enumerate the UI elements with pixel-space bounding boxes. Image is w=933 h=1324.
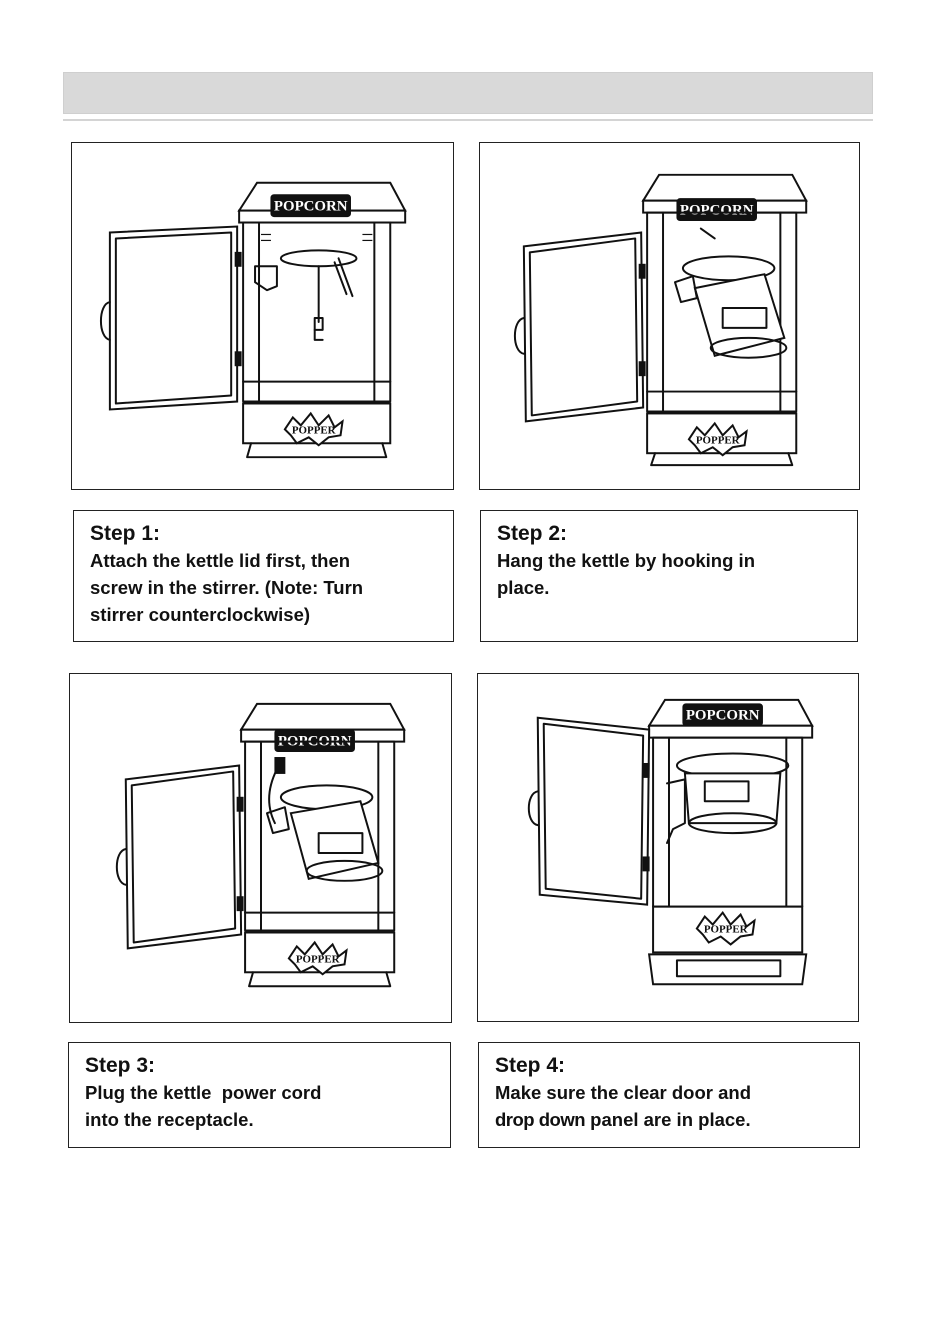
step-3-illustration: POPCORN POPPER (69, 673, 452, 1023)
popcorn-machine-drawing: POPCORN POPPER (513, 173, 808, 467)
step-2-box: Step 2: Hang the kettle by hooking in pl… (480, 510, 858, 642)
step-3-line-1: Plug the kettle power cord (85, 1082, 322, 1103)
step-3-line-2: into the receptacle. (85, 1109, 254, 1130)
step-3-box: Step 3: Plug the kettle power cord into … (68, 1042, 451, 1148)
step-1-line-3: stirrer counterclockwise) (90, 604, 311, 625)
step-1-line-1: Attach the kettle lid first, then (90, 550, 351, 571)
popcorn-sign-text: POPCORN (680, 203, 754, 219)
step-4-line-2-rest: panel are in place. (585, 1109, 751, 1130)
step-2-line-2: place. (497, 577, 550, 598)
step-4-illustration: POPCORN POPPER (477, 673, 859, 1022)
step-3-title: Step 3: (85, 1054, 156, 1077)
step-4-box: Step 4: Make sure the clear door and dro… (478, 1042, 860, 1148)
step-1-illustration: POPCORN POPPER (71, 142, 454, 490)
step-4-emphasis: drop down (495, 1109, 586, 1130)
popcorn-machine-drawing: POPCORN POPPER (115, 702, 406, 988)
step-1-line-2: screw in the stirrer. (Note: Turn (90, 577, 364, 598)
popper-logo-text: POPPER (704, 924, 748, 936)
header-divider (63, 119, 873, 121)
section-header-bar (63, 72, 873, 114)
popcorn-sign-text: POPCORN (686, 708, 760, 724)
popcorn-machine-drawing: POPCORN POPPER (99, 181, 407, 459)
step-2-title: Step 2: (497, 522, 568, 545)
popcorn-sign-text: POPCORN (274, 199, 348, 215)
popper-logo-text: POPPER (292, 424, 336, 436)
step-2-line-1: Hang the kettle by hooking in (497, 550, 755, 571)
popper-logo-text: POPPER (696, 434, 740, 446)
step-1-title: Step 1: (90, 522, 161, 545)
step-2-illustration: POPCORN POPPER (479, 142, 860, 490)
step-4-title: Step 4: (495, 1054, 566, 1077)
popcorn-machine-drawing: POPCORN POPPER (527, 698, 814, 986)
popper-logo-text: POPPER (296, 953, 340, 965)
step-4-line-1: Make sure the clear door and (495, 1082, 752, 1103)
step-4-line-2: drop down panel are in place. (495, 1106, 859, 1133)
step-1-box: Step 1: Attach the kettle lid first, the… (73, 510, 454, 642)
